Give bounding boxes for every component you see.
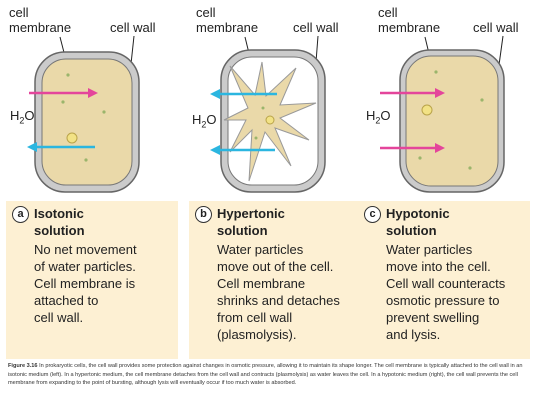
particle: [261, 106, 265, 110]
water-out-arrowhead: [210, 89, 220, 99]
panel-badge: b: [195, 206, 212, 223]
granule: [421, 104, 433, 116]
hypertonic-cell-diagram: [210, 35, 326, 193]
cytoplasm: [405, 55, 499, 187]
cell-wall-label: cell wall: [110, 20, 156, 35]
granule: [265, 115, 275, 125]
panel-description: No net movement of water particles. Cell…: [34, 242, 137, 325]
h2o-label: H2O: [192, 112, 217, 130]
particle: [66, 73, 70, 77]
water-in-arrowhead: [435, 143, 445, 153]
particle: [102, 110, 106, 114]
figure-caption: Figure 3.16 In prokaryotic cells, the ce…: [8, 362, 538, 388]
h2o-label: H2O: [366, 108, 391, 126]
water-out-arrowhead: [27, 142, 37, 152]
panel-description: Water particles move into the cell. Cell…: [386, 242, 506, 342]
h2o-label: H2O: [10, 108, 35, 126]
cell-wall-label: cell wall: [293, 20, 339, 35]
cell-wall-label: cell wall: [473, 20, 519, 35]
water-in-arrowhead: [435, 88, 445, 98]
panel-badge: c: [364, 206, 381, 223]
granule: [66, 132, 78, 144]
water-out-arrowhead: [210, 145, 220, 155]
particle: [254, 136, 258, 140]
isotonic-cell-diagram: [27, 35, 140, 193]
particle: [434, 70, 438, 74]
particle: [468, 166, 472, 170]
particle: [84, 158, 88, 162]
panel-description: Water particles move out of the cell. Ce…: [217, 242, 340, 342]
cytoplasm: [41, 58, 133, 186]
particle: [61, 100, 65, 104]
hypotonic-cell-diagram: [380, 35, 505, 193]
water-in-arrowhead: [88, 88, 98, 98]
particle: [418, 156, 422, 160]
caption-text: In prokaryotic cells, the cell wall prov…: [8, 363, 523, 387]
figure-label: Figure 3.16: [8, 363, 38, 369]
particle: [480, 98, 484, 102]
panel-badge: a: [12, 206, 29, 223]
